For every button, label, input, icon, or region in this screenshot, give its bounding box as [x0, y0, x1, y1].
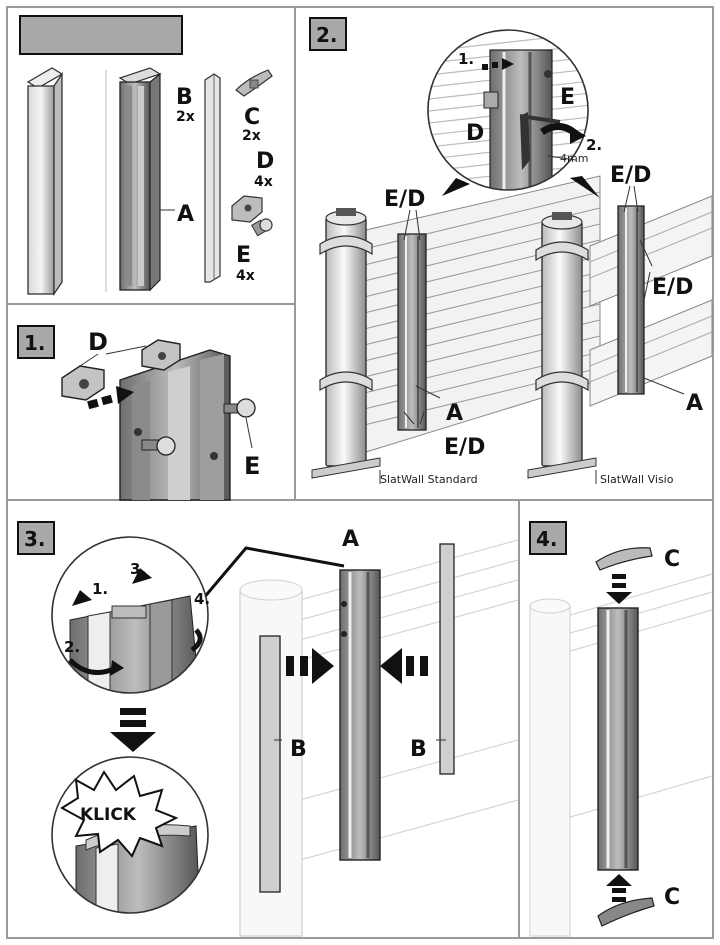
slatwall-visio	[589, 195, 713, 407]
step-3-detail-top	[51, 536, 209, 694]
step-2-ed-standard-bottom: E/D	[444, 435, 485, 460]
step-3-sub-4: 4.	[194, 590, 210, 608]
step-3-panel: 3. A B B	[17, 521, 519, 937]
part-qty-e: 4x	[236, 268, 255, 284]
step-2-ed-visio-top: E/D	[610, 163, 651, 188]
step-1-panel: 1. D E	[17, 325, 260, 501]
step-2-label-a-standard: A	[446, 401, 463, 426]
step-2-ed-visio-right: E/D	[652, 275, 693, 300]
step-1-label-d: D	[88, 328, 108, 356]
step-2-number: 2.	[316, 23, 338, 47]
step-3-number: 3.	[24, 527, 46, 551]
part-label-d: D	[256, 149, 274, 174]
caption-slatwall-standard: SlatWall Standard	[380, 473, 478, 486]
step-4-number: 4.	[536, 527, 558, 551]
step-4-panel: 4. C C	[529, 521, 713, 937]
parts-panel: A B 2x C 2x D 4x E 4x	[19, 15, 274, 297]
strip-b	[204, 73, 221, 283]
header-box	[19, 15, 183, 55]
part-qty-d: 4x	[254, 174, 273, 190]
step-3-label-b-right: B	[410, 737, 427, 762]
caption-slatwall-visio: SlatWall Visio	[600, 473, 674, 486]
step-2-label-a-visio: A	[686, 391, 703, 416]
step-1-badge	[17, 325, 55, 359]
tool-size: 4mm	[560, 152, 588, 165]
step-2-detail	[427, 29, 600, 198]
step-3-badge	[17, 521, 55, 555]
profile-visio	[617, 205, 645, 395]
step-3-label-a: A	[342, 527, 359, 552]
step-2-badge	[309, 17, 347, 51]
step-2-label-e: E	[560, 85, 575, 110]
profile-standard	[397, 233, 427, 431]
step-1-label-e: E	[244, 452, 260, 480]
step-3-sub-2: 2.	[64, 638, 80, 656]
step-3-sub-1: 1.	[92, 580, 108, 598]
step-3-label-b-left: B	[290, 737, 307, 762]
step-3-sub-3: 3.	[130, 560, 146, 578]
screw-e	[250, 218, 273, 237]
step-4-label-c-bottom: C	[664, 885, 680, 910]
step-2-panel: 2.	[309, 17, 713, 486]
step-2-ed-standard-top: E/D	[384, 187, 425, 212]
part-qty-b: 2x	[176, 109, 195, 125]
part-label-c: C	[244, 105, 260, 130]
panel-borders	[6, 6, 714, 939]
part-label-a: A	[177, 202, 194, 227]
step-2-label-d: D	[466, 121, 484, 146]
profile-a	[118, 67, 175, 292]
step-2-sub-2: 2.	[586, 136, 602, 154]
cover-profile	[26, 67, 64, 297]
step-3-detail-bottom: KLICK	[51, 756, 209, 914]
post-visio	[527, 212, 597, 479]
klick-burst: KLICK	[80, 805, 137, 825]
post-standard	[311, 208, 381, 479]
nut-d	[231, 195, 263, 223]
cap-c	[235, 69, 273, 97]
part-label-e: E	[236, 243, 251, 268]
part-qty-c: 2x	[242, 128, 261, 144]
step-4-label-c-top: C	[664, 547, 680, 572]
part-label-b: B	[176, 85, 193, 110]
step-2-sub-1: 1.	[458, 50, 474, 68]
step-4-badge	[529, 521, 567, 555]
step-1-number: 1.	[24, 331, 46, 355]
